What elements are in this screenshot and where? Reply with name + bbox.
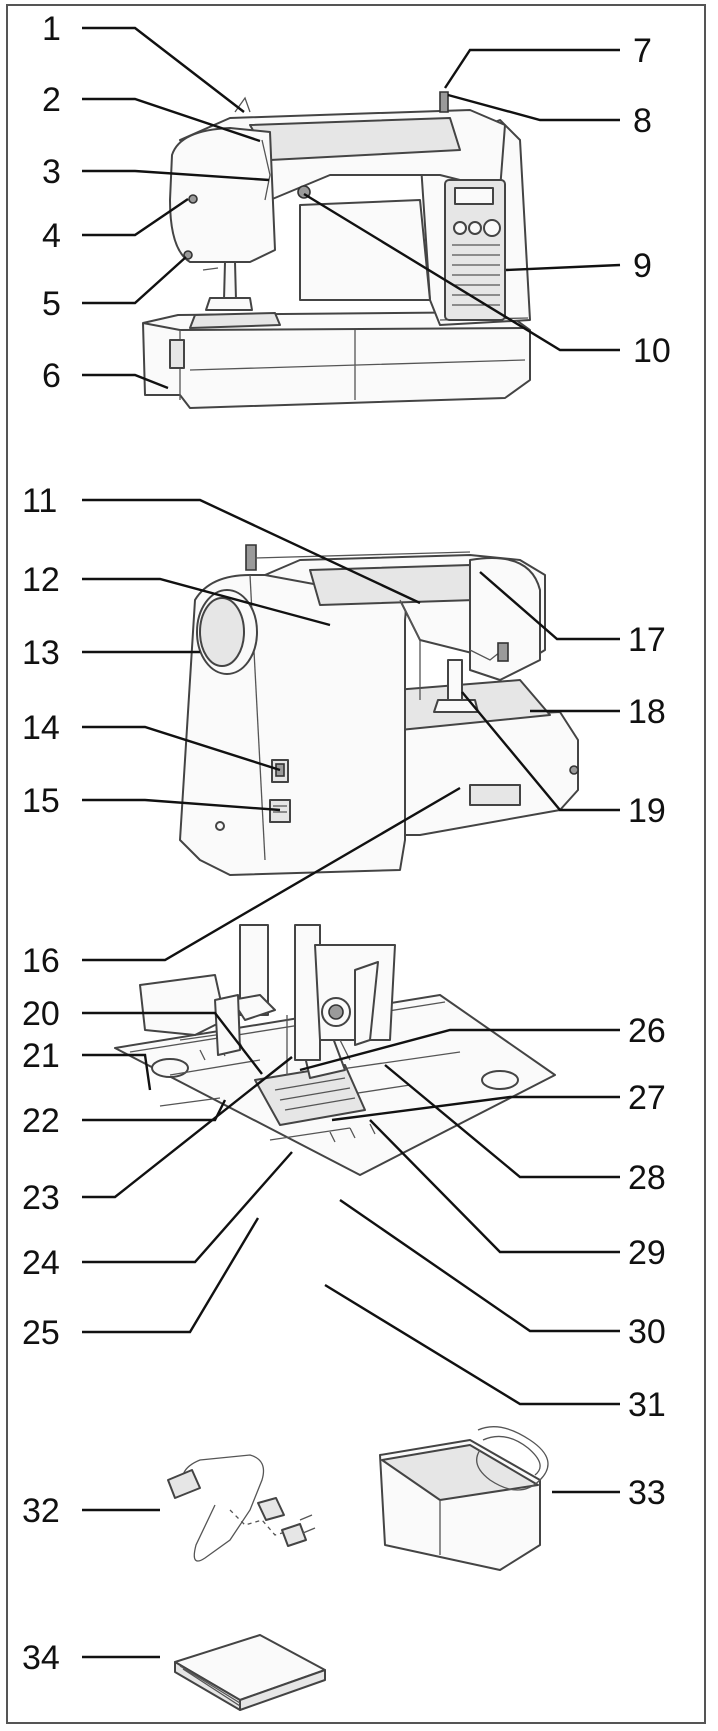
callout-10: 10 [633,332,671,370]
callout-7: 7 [633,32,652,70]
callout-11: 11 [22,482,57,520]
callout-32: 32 [22,1492,60,1530]
callout-19: 19 [628,792,666,830]
callout-20: 20 [22,995,60,1033]
callout-6: 6 [42,357,61,395]
callout-24: 24 [22,1244,60,1282]
leader-lines [82,26,621,1659]
callout-5: 5 [42,285,61,323]
callout-23: 23 [22,1179,60,1217]
callout-3: 3 [42,153,61,191]
presser-foot-closeup [114,924,556,1176]
callout-27: 27 [628,1079,666,1117]
callout-17: 17 [628,621,666,659]
callout-15: 15 [22,782,60,820]
callout-29: 29 [628,1234,666,1272]
callout-21: 21 [22,1037,60,1075]
callout-13: 13 [22,634,60,672]
callout-9: 9 [633,247,652,285]
front-view-machine [142,91,531,409]
callout-18: 18 [628,693,666,731]
callout-26: 26 [628,1012,666,1050]
callout-31: 31 [628,1386,666,1424]
callout-numbers: 1 2 3 4 5 6 7 8 9 10 11 12 13 14 15 16 1… [22,10,671,1677]
callout-30: 30 [628,1313,666,1351]
callout-12: 12 [22,561,60,599]
callout-1: 1 [42,10,61,48]
callout-34: 34 [22,1639,60,1677]
power-cord [167,1454,316,1562]
callout-28: 28 [628,1159,666,1197]
callout-14: 14 [22,709,60,747]
callout-22: 22 [22,1102,60,1140]
callout-25: 25 [22,1314,60,1352]
callout-33: 33 [628,1474,666,1512]
instruction-manual [174,1634,326,1711]
foot-controller [379,1426,549,1571]
callout-4: 4 [42,217,61,255]
rear-view-machine [179,544,579,876]
callout-8: 8 [633,102,652,140]
callout-2: 2 [42,81,61,119]
callout-16: 16 [22,942,60,980]
